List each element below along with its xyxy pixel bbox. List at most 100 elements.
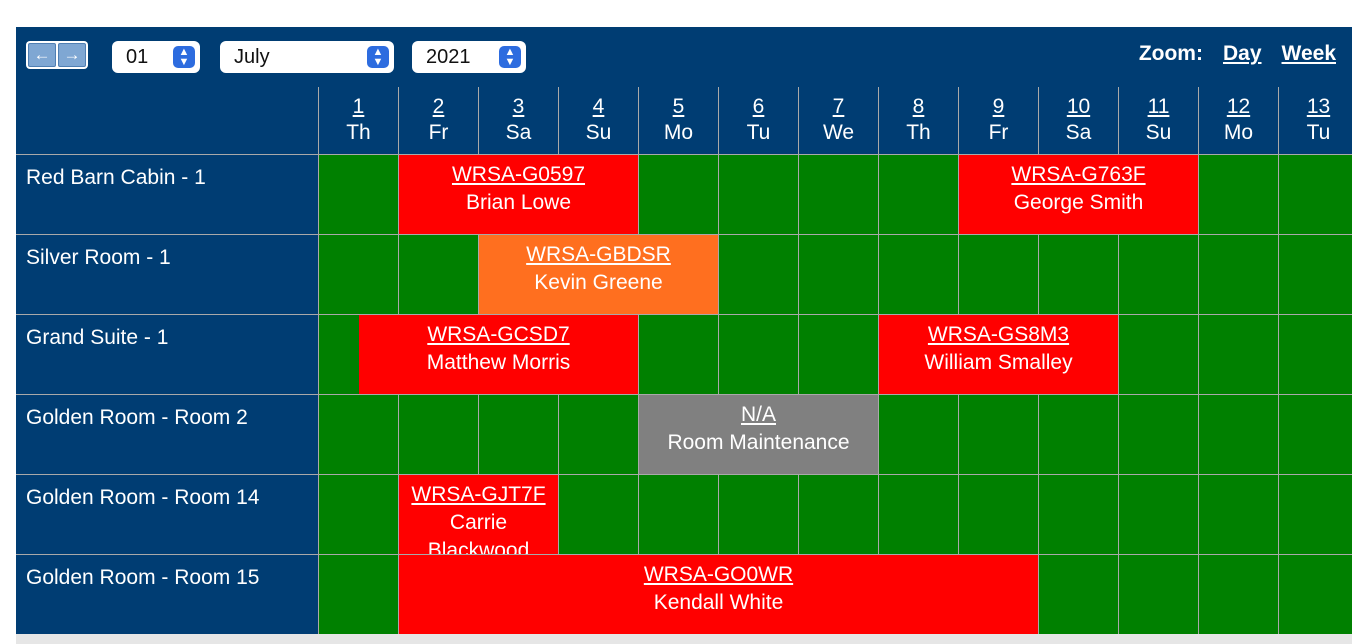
availability-cell[interactable] (319, 235, 398, 314)
booking-ref-link[interactable]: WRSA-GBDSR (526, 243, 671, 266)
availability-cell[interactable] (1199, 155, 1278, 234)
availability-cell[interactable] (1039, 395, 1118, 474)
availability-cell[interactable] (799, 235, 878, 314)
grid-line-vertical (638, 87, 639, 634)
availability-cell[interactable] (1279, 155, 1352, 234)
day-number-link[interactable]: 4 (592, 95, 605, 118)
availability-cell[interactable] (559, 475, 638, 554)
guest-name: Carrie Blackwood (427, 511, 530, 554)
day-number-link[interactable]: 7 (832, 95, 845, 118)
availability-cell[interactable] (799, 475, 878, 554)
availability-cell[interactable] (1199, 395, 1278, 474)
availability-cell[interactable] (1199, 555, 1278, 634)
booking-ref-link[interactable]: WRSA-GO0WR (643, 563, 794, 586)
availability-cell[interactable] (1279, 235, 1352, 314)
day-number-link[interactable]: 12 (1226, 95, 1251, 118)
booking-ref-link[interactable]: WRSA-G763F (1011, 163, 1146, 186)
booking-block[interactable]: WRSA-GBDSR Kevin Greene (479, 235, 718, 314)
booking-ref-link[interactable]: N/A (740, 403, 776, 426)
availability-cell[interactable] (1199, 315, 1278, 394)
next-arrow-icon[interactable]: → (58, 43, 86, 67)
day-number-link[interactable]: 11 (1147, 95, 1170, 118)
availability-cell[interactable] (719, 235, 798, 314)
availability-cell[interactable] (1199, 235, 1278, 314)
availability-cell[interactable] (319, 555, 398, 634)
day-of-week: Su (585, 121, 612, 144)
day-number-link[interactable]: 1 (352, 95, 365, 118)
day-number-link[interactable]: 2 (432, 95, 445, 118)
availability-cell[interactable] (1039, 475, 1118, 554)
availability-cell[interactable] (1279, 555, 1352, 634)
booking-ref-link[interactable]: WRSA-GCSD7 (427, 323, 570, 346)
availability-cell[interactable] (879, 235, 958, 314)
prev-arrow-icon[interactable]: ← (28, 43, 56, 67)
availability-cell[interactable] (719, 475, 798, 554)
availability-cell[interactable] (639, 155, 718, 234)
booking-ref-link[interactable]: WRSA-GJT7F (411, 483, 546, 506)
availability-cell[interactable] (639, 315, 718, 394)
grid-line-horizontal (16, 554, 1352, 555)
grid-line-vertical (798, 87, 799, 634)
availability-cell[interactable] (1119, 235, 1198, 314)
availability-cell[interactable] (1039, 555, 1118, 634)
availability-cell[interactable] (799, 155, 878, 234)
day-number-link[interactable]: 9 (992, 95, 1005, 118)
availability-cell[interactable] (319, 395, 398, 474)
month-select[interactable]: July ▲▼ (220, 41, 394, 73)
day-number-link[interactable]: 5 (672, 95, 685, 118)
day-number-link[interactable]: 8 (912, 95, 925, 118)
availability-cell[interactable] (959, 395, 1038, 474)
booking-ref-link[interactable]: WRSA-G0597 (451, 163, 586, 186)
availability-cell[interactable] (959, 235, 1038, 314)
availability-cell[interactable] (559, 395, 638, 474)
availability-cell[interactable] (879, 475, 958, 554)
year-select[interactable]: 2021 ▲▼ (412, 41, 526, 73)
zoom-week-link[interactable]: Week (1281, 42, 1336, 65)
grid-line-vertical (1278, 87, 1279, 634)
availability-cell[interactable] (1279, 315, 1352, 394)
availability-cell[interactable] (719, 315, 798, 394)
availability-cell[interactable] (799, 315, 878, 394)
availability-cell[interactable] (1119, 315, 1198, 394)
zoom-controls: Zoom: Day Week (1139, 39, 1352, 69)
day-select[interactable]: 01 ▲▼ (112, 41, 200, 73)
day-number-link[interactable]: 6 (752, 95, 765, 118)
availability-cell[interactable] (879, 395, 958, 474)
availability-cell[interactable] (399, 235, 478, 314)
day-number-link[interactable]: 3 (512, 95, 525, 118)
zoom-day-link[interactable]: Day (1222, 42, 1262, 65)
availability-cell[interactable] (1119, 555, 1198, 634)
guest-name: Kevin Greene (534, 271, 663, 294)
availability-cell[interactable] (719, 155, 798, 234)
availability-cell[interactable] (1279, 395, 1352, 474)
day-number-link[interactable]: 13 (1306, 95, 1331, 118)
grid-line-vertical (1118, 87, 1119, 634)
availability-cell[interactable] (1039, 235, 1118, 314)
availability-cell[interactable] (1119, 395, 1198, 474)
grid-line-vertical (718, 87, 719, 634)
availability-cell[interactable] (639, 475, 718, 554)
availability-cell[interactable] (319, 475, 398, 554)
booking-ref-link[interactable]: WRSA-GS8M3 (927, 323, 1070, 346)
day-number-link[interactable]: 10 (1066, 95, 1091, 118)
availability-cell[interactable] (1119, 475, 1198, 554)
availability-cell[interactable] (1199, 475, 1278, 554)
booking-block[interactable]: WRSA-GJT7F Carrie Blackwood (399, 475, 558, 554)
availability-cell[interactable] (1279, 475, 1352, 554)
availability-cell[interactable] (879, 155, 958, 234)
availability-cell[interactable] (399, 395, 478, 474)
room-label: Golden Room - Room 15 (26, 566, 260, 589)
availability-cell[interactable] (319, 155, 398, 234)
day-of-week: Sa (1065, 121, 1092, 144)
availability-cell[interactable] (959, 475, 1038, 554)
availability-cell[interactable] (479, 395, 558, 474)
